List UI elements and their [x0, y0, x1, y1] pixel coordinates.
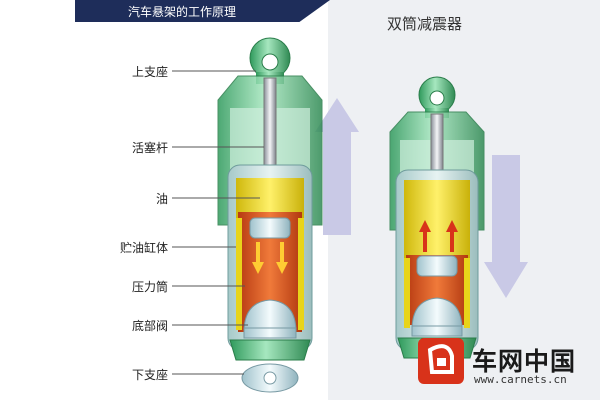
header-banner	[75, 0, 330, 22]
label-pressure-tube: 压力筒	[131, 280, 168, 294]
leader-lines	[172, 70, 264, 375]
label-base-valve: 底部阀	[131, 319, 168, 333]
banner-title: 汽车悬架的工作原理	[128, 5, 237, 19]
shock-absorber-right	[389, 76, 485, 359]
label-oil: 油	[155, 192, 168, 206]
logo-url: www.carnets.cn	[474, 373, 567, 386]
diagram-title: 双筒减震器	[387, 15, 463, 33]
up-arrow-icon	[315, 98, 359, 235]
label-lower-mount: 下支座	[131, 368, 168, 382]
shock-absorber-left	[217, 37, 323, 393]
carnets-logo-icon	[418, 338, 464, 384]
label-piston-rod: 活塞杆	[131, 141, 168, 155]
label-reservoir-cylinder: 贮油缸体	[119, 241, 168, 255]
label-upper-mount: 上支座	[131, 65, 168, 79]
logo-name: 车网中国	[472, 347, 577, 376]
down-arrow-icon	[484, 155, 528, 298]
